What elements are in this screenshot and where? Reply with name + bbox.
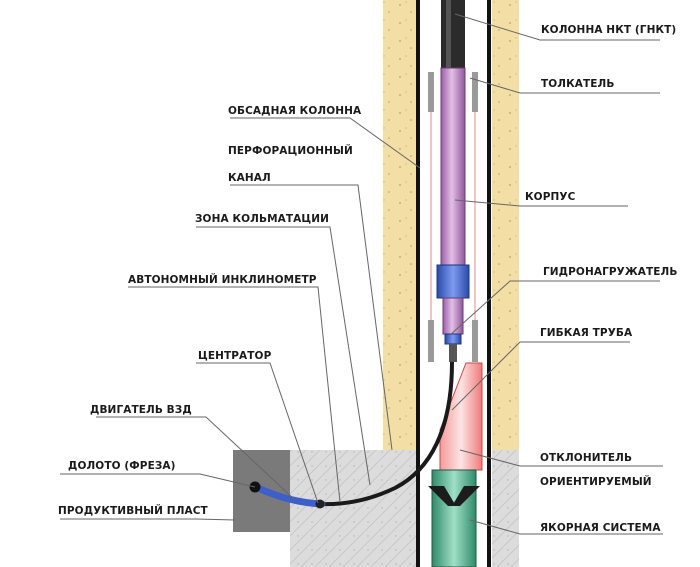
label-deflector: ОТКЛОНИТЕЛЬ <box>540 452 633 464</box>
label-colmatation-zone: ЗОНА КОЛЬМАТАЦИИ <box>195 213 329 225</box>
anchor-claw-right <box>452 486 480 506</box>
anchor-claw-left <box>428 486 456 506</box>
hydro-loader <box>436 264 470 299</box>
label-perf-channel-line2: КАНАЛ <box>228 172 271 184</box>
body-tube <box>440 67 466 267</box>
formation-lower-right <box>492 450 519 567</box>
label-perf-channel-line1: ПЕРФОРАЦИОННЫЙ <box>228 145 353 157</box>
flexible-pipe <box>319 361 454 507</box>
pusher-left <box>428 72 434 112</box>
label-inclinometer: АВТОНОМНЫЙ ИНКЛИНОМЕТР <box>128 274 317 286</box>
label-body: КОРПУС <box>525 191 576 203</box>
formation-left-wall <box>383 0 416 450</box>
label-casing: ОБСАДНАЯ КОЛОННА <box>228 105 362 117</box>
leader-lines <box>60 13 663 535</box>
pusher-right <box>472 72 478 112</box>
label-pusher: ТОЛКАТЕЛЬ <box>541 78 615 90</box>
colmatation-zone <box>290 450 416 567</box>
label-motor: ДВИГАТЕЛЬ ВЗД <box>90 404 192 416</box>
formation-right-wall <box>492 0 519 450</box>
label-bit: ДОЛОТО (ФРЕЗА) <box>68 460 176 472</box>
label-oriented: ОРИЕНТИРУЕМЫЙ <box>540 476 652 488</box>
label-centralizer: ЦЕНТРАТОР <box>198 350 272 362</box>
anchor-body <box>431 469 477 567</box>
label-tubing: КОЛОННА НКТ (ГНКТ) <box>541 24 677 36</box>
label-hydro-loader: ГИДРОНАГРУЖАТЕЛЬ <box>543 266 678 278</box>
label-productive-layer: ПРОДУКТИВНЫЙ ПЛАСТ <box>58 505 208 517</box>
label-flex-pipe: ГИБКАЯ ТРУБА <box>540 327 633 339</box>
tubing <box>441 0 465 70</box>
label-anchor: ЯКОРНАЯ СИСТЕМА <box>540 522 661 534</box>
